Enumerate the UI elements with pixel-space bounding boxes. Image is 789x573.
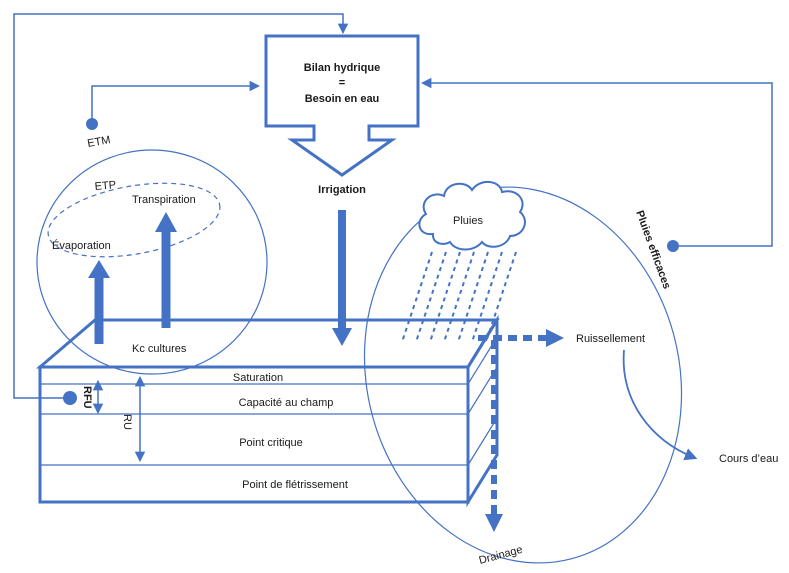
etm-line [91, 80, 261, 121]
pluies-efficaces-label: Pluies efficaces [633, 209, 673, 291]
kc-cultures-label: Kc cultures [132, 343, 187, 355]
saturation-label: Saturation [233, 372, 283, 384]
etm-label: ETM [86, 134, 111, 150]
irrigation-arrow-head [332, 328, 352, 346]
irrigation-label: Irrigation [318, 184, 366, 196]
point-critique-label: Point critique [239, 437, 303, 449]
capacite-champ-label: Capacité au champ [239, 397, 334, 409]
etm-connector-dot-icon [86, 118, 98, 130]
ru-label: RU [121, 414, 133, 430]
rain-icon [401, 251, 517, 343]
rfu-connector-dot-icon [63, 391, 77, 405]
bilan-sub: Besoin en eau [305, 93, 380, 105]
bilan-eq: = [339, 77, 345, 89]
cloud-icon [418, 181, 526, 251]
pluies-efficaces-connector-dot-icon [667, 240, 679, 252]
etp-ellipse [47, 182, 221, 258]
soil-block [35, 314, 500, 508]
cours-eau-label: Cours d’eau [719, 453, 778, 465]
drainage-arrow-head [485, 514, 503, 532]
drainage-label: Drainage [478, 544, 524, 567]
evaporation-label: Évaporation [52, 239, 111, 252]
ruissellement-arrow-head [546, 329, 564, 347]
transpiration-arrow-head [155, 212, 177, 232]
pluies-label: Pluies [453, 215, 483, 227]
feedback-line-rfu-to-bilan [13, 13, 349, 399]
point-fletrissement-label: Point de flétrissement [242, 479, 348, 491]
pluies-efficaces-line [420, 77, 773, 247]
etp-label: ETP [94, 179, 116, 193]
transpiration-label: Transpiration [132, 194, 196, 206]
bilan-box [264, 34, 420, 177]
evaporation-arrow-head [88, 260, 110, 278]
ruissellement-label: Ruissellement [576, 333, 645, 345]
cours-eau-arrow [622, 349, 698, 461]
bilan-title: Bilan hydrique [304, 62, 380, 74]
etm-circle [36, 149, 268, 375]
rfu-label: RFU [81, 386, 93, 409]
